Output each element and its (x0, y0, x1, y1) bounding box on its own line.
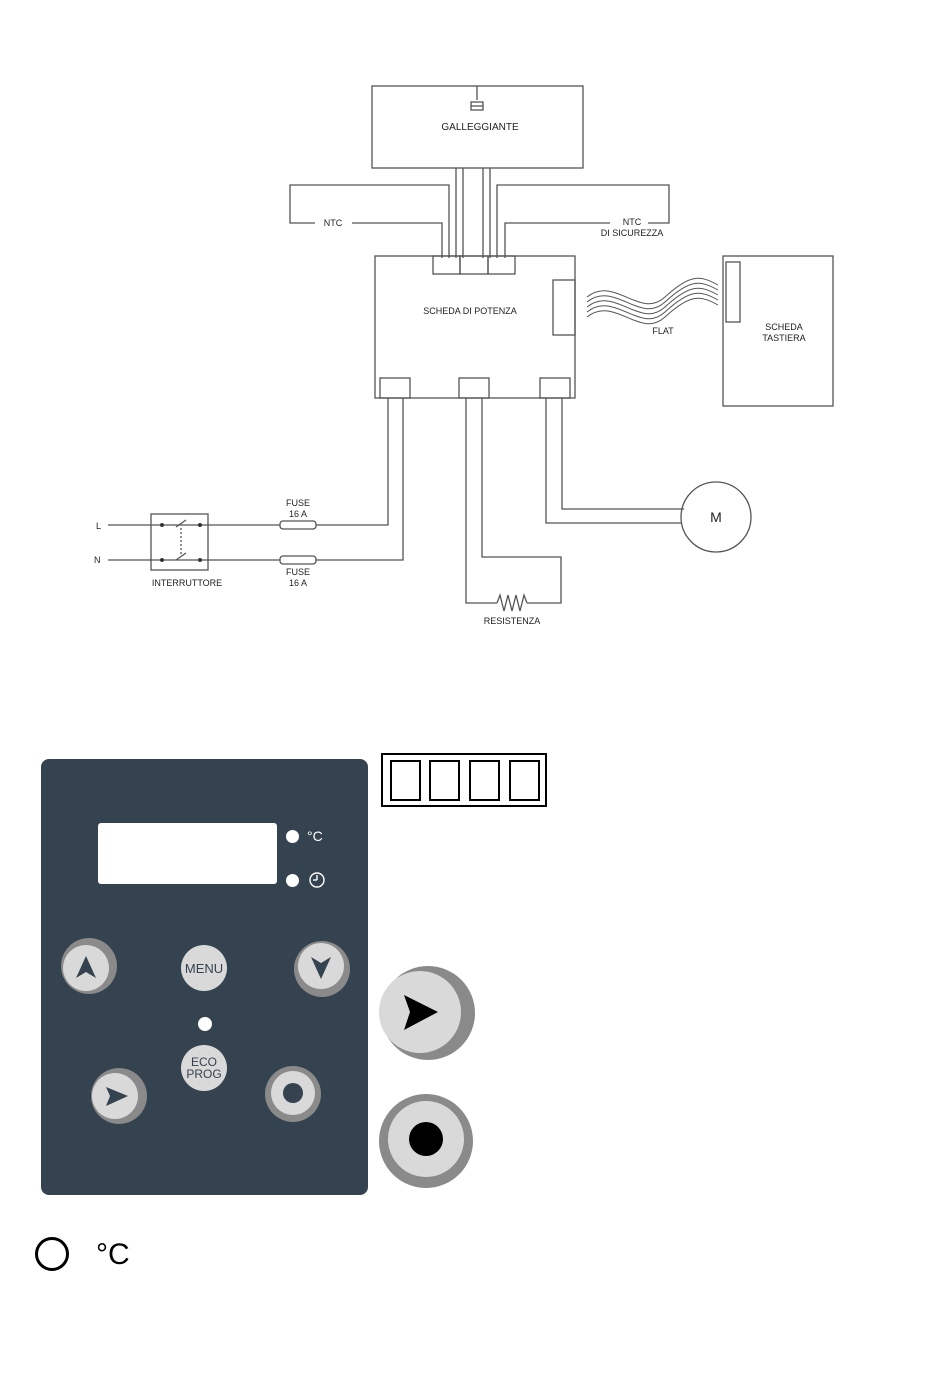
circle-icon (283, 1083, 303, 1103)
keyboard-board-label-2: TASTIERA (762, 333, 805, 343)
temp-led-label: °C (307, 828, 323, 844)
power-board-label: SCHEDA DI POTENZA (423, 306, 517, 316)
down-button[interactable] (292, 939, 352, 999)
circle-icon (409, 1122, 443, 1156)
large-record-button[interactable] (376, 1091, 476, 1196)
switch-label: INTERRUTTORE (152, 578, 222, 588)
clock-icon (308, 871, 326, 894)
timer-led (286, 874, 299, 887)
digit-3 (469, 760, 500, 801)
play-button[interactable] (88, 1066, 148, 1126)
digit-2 (429, 760, 460, 801)
large-play-button[interactable] (376, 963, 476, 1068)
fuse2-label-1: FUSE (286, 567, 310, 577)
line-l-label: L (96, 521, 101, 531)
menu-label: MENU (185, 961, 223, 976)
fuse1-label-1: FUSE (286, 498, 310, 508)
fuse1-label-2: 16 A (289, 509, 307, 519)
ntc-label: NTC (324, 218, 343, 228)
eco-prog-button[interactable]: ECO PROG (180, 1044, 228, 1092)
prog-label: PROG (186, 1067, 221, 1081)
ntc-safety-label-1: NTC (623, 217, 642, 227)
line-n-label: N (94, 555, 101, 565)
digit-4 (509, 760, 540, 801)
led-indicator-icon (35, 1237, 69, 1271)
digit-1 (390, 760, 421, 801)
menu-button[interactable]: MENU (180, 944, 228, 992)
display-screen (98, 823, 277, 884)
ntc-safety-label-2: DI SICUREZZA (601, 228, 664, 238)
up-button[interactable] (58, 936, 118, 996)
control-panel: °C MENU ECO (41, 759, 368, 1195)
temp-led (286, 830, 299, 843)
motor-label: M (710, 509, 722, 525)
float-label: GALLEGGIANTE (441, 122, 519, 133)
wiring-diagram: GALLEGGIANTE NTC NTC DI SICUREZZA SCHEDA… (0, 0, 950, 700)
legend-unit-label: °C (96, 1238, 130, 1272)
keyboard-board-label-1: SCHEDA (765, 322, 803, 332)
record-button[interactable] (263, 1064, 323, 1124)
resistor-label: RESISTENZA (484, 616, 541, 626)
eco-led (198, 1017, 212, 1031)
fuse2-label-2: 16 A (289, 578, 307, 588)
flat-label: FLAT (652, 326, 674, 336)
four-digit-display (381, 753, 547, 807)
power-board (375, 256, 575, 398)
